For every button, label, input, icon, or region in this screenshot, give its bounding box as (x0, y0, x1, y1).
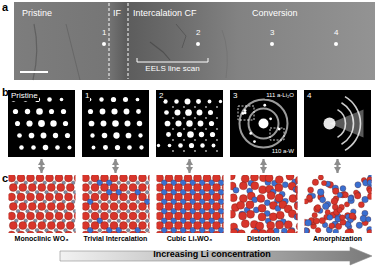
crystal-structure (304, 175, 371, 233)
diffraction-ground (156, 90, 223, 157)
structure-label: Trivial Intercalation (82, 235, 149, 243)
crack-line (222, 30, 227, 78)
structure-panel: Distortion (230, 175, 297, 243)
diffraction-pattern (238, 100, 288, 148)
structure-label: Distortion (230, 235, 297, 243)
scan-label: EELS line scan (145, 65, 199, 74)
diffraction-pattern (11, 97, 71, 150)
diffraction-panel: 2 (156, 90, 223, 157)
callout-number: 3 (270, 29, 274, 38)
atom-lattice (82, 175, 149, 233)
probe-point (270, 42, 274, 46)
scan-bracket (137, 58, 208, 62)
callout-number: 2 (196, 29, 200, 38)
diffraction-pattern (157, 99, 222, 152)
panel-label: 2 (158, 92, 164, 101)
crack-line (176, 24, 186, 48)
double-arrow (40, 159, 42, 173)
crystal-structure (230, 175, 297, 233)
panel-letter: b (2, 86, 9, 98)
interface-line (109, 3, 110, 79)
diffraction-image (156, 90, 223, 157)
probe-point (196, 42, 200, 46)
diffraction-panel: 3 111 a-Li₂O 110 a-W (230, 90, 297, 157)
callout-number: 1 (102, 29, 106, 38)
interface-line (128, 3, 129, 79)
diffraction-pattern (324, 97, 364, 151)
structure-panel: Trivial Intercalation (82, 175, 149, 243)
crystal-structure (82, 175, 149, 233)
region-label: Conversion (252, 9, 298, 19)
crack-line (66, 24, 80, 80)
atom-lattice (8, 175, 75, 233)
diffraction-ground (230, 90, 297, 157)
diffraction-panel: 1 (82, 90, 149, 157)
axis-label: Increasing Li concentration (153, 250, 271, 260)
panel-label: 3 (232, 92, 238, 101)
panel-label: Pristine (10, 92, 39, 101)
probe-point (334, 42, 338, 46)
diffraction-ground (82, 90, 149, 157)
region-label: Pristine (22, 9, 52, 19)
atom-lattice (156, 175, 223, 233)
callout-number: 4 (334, 29, 338, 38)
atom-lattice (230, 175, 297, 233)
tem-image (14, 2, 375, 80)
double-arrow (262, 159, 264, 173)
panel-label: 1 (84, 92, 90, 101)
structure-label: Monoclinic WO₃ (8, 235, 75, 243)
diffraction-panel: 4 (304, 90, 371, 157)
diffraction-image (304, 90, 371, 157)
structure-panel: Amorphization (304, 175, 371, 243)
double-arrow (188, 159, 190, 173)
panel-letter: a (2, 1, 8, 13)
ring-label: 111 a-Li₂O (265, 92, 295, 99)
structure-panel: Cubic LiₓWO₃ (156, 175, 223, 243)
scale-bar (20, 71, 48, 73)
region-label: IF (113, 9, 121, 19)
structure-label: Cubic LiₓWO₃ (156, 235, 223, 243)
region-label: Intercalation CF (133, 9, 197, 19)
diffraction-ground (304, 90, 371, 157)
probe-point (102, 42, 106, 46)
diffraction-image (230, 90, 297, 157)
structure-label: Amorphization (304, 235, 371, 243)
concentration-arrow (60, 247, 372, 265)
structure-panel: Monoclinic WO₃ (8, 175, 75, 243)
diffraction-pattern (88, 97, 144, 150)
atom-lattice (304, 175, 371, 233)
diffraction-panel: Pristine (8, 90, 75, 157)
panel-label: 4 (306, 92, 312, 101)
crystal-structure (156, 175, 223, 233)
ring-label: 110 a-W (271, 148, 295, 155)
diffraction-ground (8, 90, 75, 157)
crystal-structure (8, 175, 75, 233)
crack-line (150, 42, 170, 60)
diffraction-image (82, 90, 149, 157)
double-arrow (336, 159, 338, 173)
double-arrow (114, 159, 116, 173)
